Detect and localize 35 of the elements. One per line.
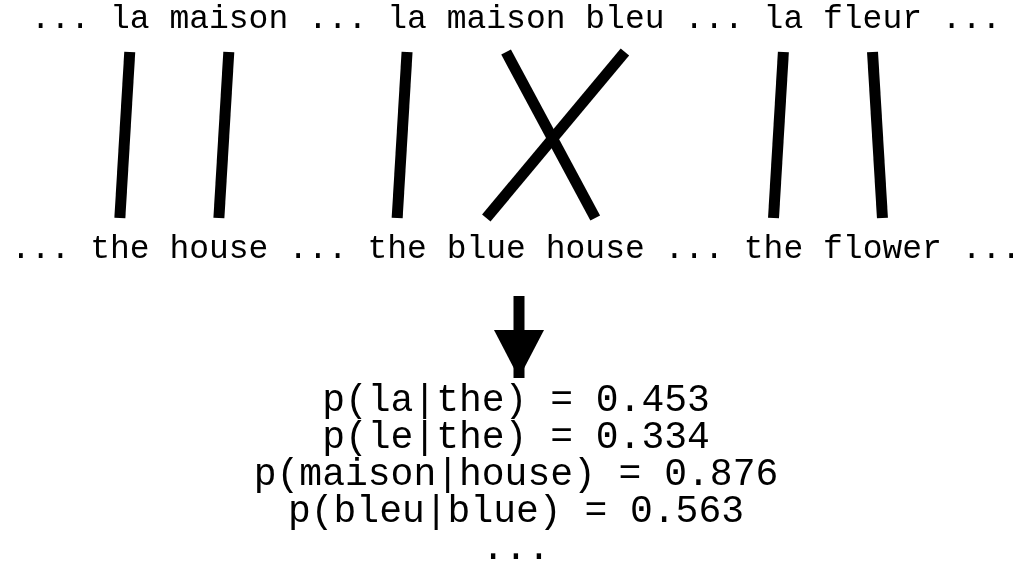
- ellipsis-text: ...: [288, 232, 348, 268]
- word: flower: [823, 218, 942, 268]
- word: maison: [169, 2, 289, 52]
- ellipsis-text: ...: [30, 2, 91, 38]
- word: maison: [446, 2, 566, 52]
- ellipsis-text: ...: [961, 232, 1022, 268]
- alignment-line: [501, 49, 601, 221]
- word: la: [109, 2, 150, 52]
- probability-text: ...: [481, 530, 551, 567]
- arrow: [494, 296, 544, 378]
- alignment-line: [213, 51, 235, 219]
- ellipsis-text: ...: [308, 2, 368, 38]
- word: fleur: [823, 2, 923, 52]
- alignment-line: [867, 51, 888, 219]
- alignment-line: [768, 51, 789, 219]
- alignment-line: [391, 51, 413, 219]
- word: la: [387, 2, 427, 52]
- word: the: [743, 218, 804, 268]
- word: la: [763, 2, 804, 52]
- word: house: [545, 218, 645, 268]
- alignment-line: [114, 51, 136, 219]
- probability-text: p(maison|house) = 0.876: [253, 456, 779, 493]
- ellipsis-text: ...: [664, 232, 724, 268]
- word: the: [90, 218, 150, 268]
- word: the: [367, 218, 427, 268]
- probability-text: p(bleu|blue) = 0.563: [287, 493, 745, 530]
- word: blue: [446, 218, 526, 268]
- ellipsis-text: ...: [941, 2, 1002, 38]
- alignment-line: [482, 48, 630, 222]
- probability-text: p(la|the) = 0.453: [322, 382, 710, 419]
- word: house: [169, 218, 269, 268]
- ellipsis-text: ...: [10, 232, 71, 268]
- ellipsis-text: ...: [684, 2, 744, 38]
- word: bleu: [585, 2, 665, 52]
- probability-text: p(le|the) = 0.334: [322, 419, 710, 456]
